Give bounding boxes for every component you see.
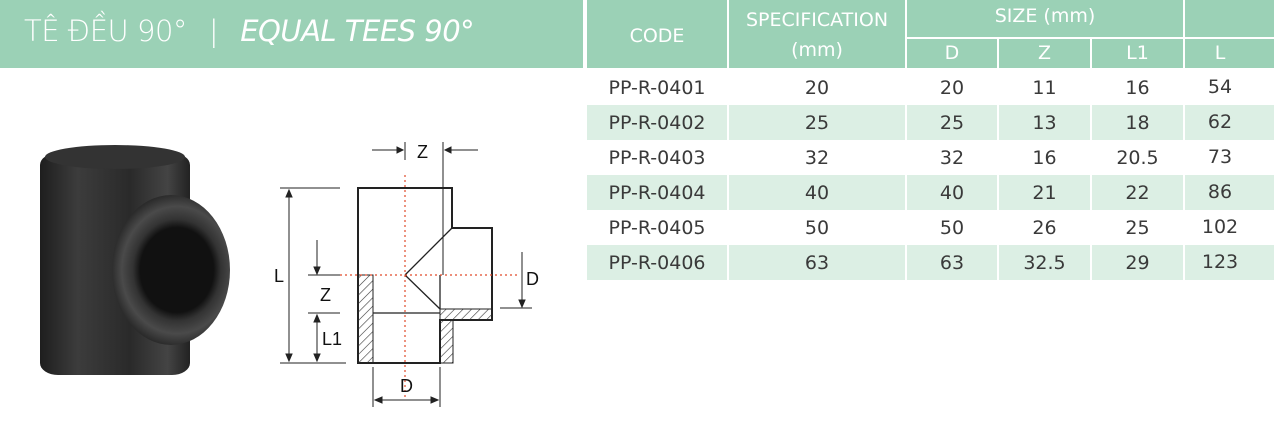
table-row: PP-R-0401 20 20 11 16 (587, 70, 1274, 105)
cell-d: 63 (939, 252, 965, 274)
table-row: PP-R-0404 40 40 21 22 (587, 175, 1274, 210)
header-code: CODE (629, 25, 685, 47)
label-l: L (274, 266, 284, 286)
product-title: TÊ ĐỀU 90° | EQUAL TEES 90° (24, 14, 475, 48)
dimension-diagram: Z L Z L1 D D (274, 142, 539, 407)
label-z-top: Z (417, 142, 428, 162)
cell-spec: 32 (804, 147, 830, 169)
column-divider (905, 0, 907, 280)
header-z: Z (1037, 42, 1052, 64)
label-d-right: D (526, 269, 539, 289)
cell-l: 123 (1201, 251, 1239, 273)
cell-l: 62 (1207, 111, 1233, 133)
header-spec: SPECIFICATION (mm) (729, 0, 905, 68)
product-photo (40, 145, 230, 385)
table-header (587, 0, 1274, 68)
table-row: PP-R-0402 25 25 13 18 (587, 105, 1274, 140)
cell-z: 16 (1032, 147, 1057, 169)
cell-l: 73 (1207, 146, 1233, 168)
cell-spec: 25 (804, 112, 830, 134)
column-divider (1183, 0, 1185, 280)
title-separator: | (208, 14, 219, 48)
table-row: PP-R-0406 63 63 32.5 29 (587, 245, 1274, 280)
title-vietnamese: TÊ ĐỀU 90° (24, 14, 187, 48)
title-banner: TÊ ĐỀU 90° | EQUAL TEES 90° (0, 0, 583, 68)
cell-spec: 40 (804, 182, 830, 204)
table-row: PP-R-0405 50 50 26 25 (587, 210, 1274, 245)
cell-l1: 20.5 (1116, 147, 1159, 169)
header-l: L (1214, 42, 1226, 64)
cell-z: 32.5 (1023, 252, 1066, 274)
cell-d: 50 (939, 217, 965, 239)
label-d-bottom: D (400, 376, 413, 396)
cell-l1: 22 (1125, 182, 1150, 204)
cell-d: 25 (939, 112, 965, 134)
cell-z: 21 (1032, 182, 1057, 204)
header-size: SIZE (mm) (994, 5, 1096, 27)
cell-spec: 50 (804, 217, 830, 239)
cell-z: 13 (1032, 112, 1057, 134)
label-z-left: Z (320, 285, 331, 305)
label-l1: L1 (322, 329, 342, 349)
cell-code: PP-R-0401 (608, 77, 706, 99)
cell-z: 26 (1032, 217, 1057, 239)
cell-d: 32 (939, 147, 965, 169)
cell-l1: 25 (1125, 217, 1150, 239)
cell-code: PP-R-0403 (608, 147, 706, 169)
column-divider (997, 37, 999, 280)
tee-top-opening (45, 145, 185, 169)
cell-code: PP-R-0405 (608, 217, 706, 239)
cell-d: 40 (939, 182, 965, 204)
cell-code: PP-R-0406 (608, 252, 706, 274)
cell-l1: 18 (1125, 112, 1150, 134)
tee-side-opening (112, 195, 230, 345)
cell-code: PP-R-0404 (608, 182, 706, 204)
header-l1: L1 (1126, 42, 1149, 64)
header-spec-line2: (mm) (791, 39, 843, 61)
cell-l: 102 (1201, 216, 1239, 238)
column-divider (727, 0, 729, 280)
cell-l1: 16 (1125, 77, 1150, 99)
table-row: PP-R-0403 32 32 16 20.5 (587, 140, 1274, 175)
title-english: EQUAL TEES 90° (240, 14, 475, 48)
cell-code: PP-R-0402 (608, 112, 706, 134)
cell-l: 54 (1207, 76, 1233, 98)
cell-z: 11 (1032, 77, 1057, 99)
header-d: D (944, 42, 960, 64)
cell-spec: 63 (804, 252, 830, 274)
cell-d: 20 (939, 77, 965, 99)
cell-l: 86 (1207, 181, 1233, 203)
header-spec-line1: SPECIFICATION (745, 9, 889, 31)
cell-spec: 20 (804, 77, 830, 99)
column-divider (1090, 37, 1092, 280)
cell-l1: 29 (1125, 252, 1150, 274)
